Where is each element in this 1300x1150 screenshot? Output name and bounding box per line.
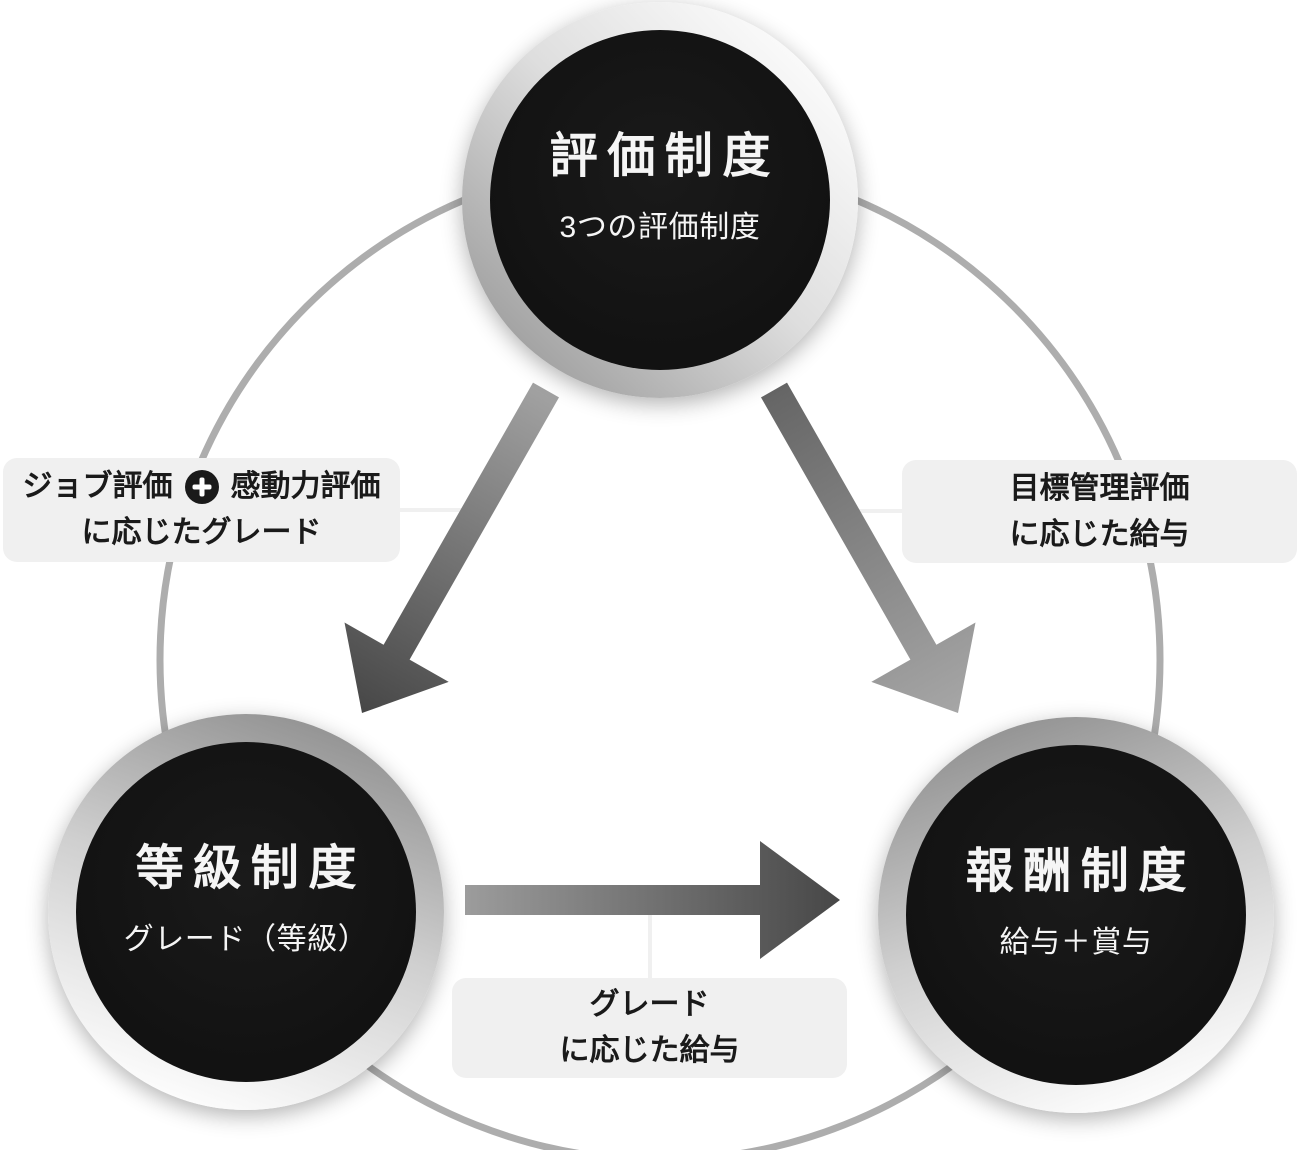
label-grade-criteria: ジョブ評価 感動力評価 に応じたグレード: [3, 458, 400, 562]
label-salary-by-mbo: 目標管理評価 に応じた給与: [902, 460, 1297, 563]
arrow-grade-to-compensation: [465, 841, 840, 959]
node-grade-inner: 等級制度 グレード（等級）: [76, 742, 416, 1082]
label-line-1: グレード: [589, 988, 710, 1021]
node-subtitle: 給与＋賞与: [999, 926, 1153, 959]
label-line-1: 目標管理評価: [1009, 471, 1190, 505]
node-title: 評価制度: [549, 130, 780, 183]
node-title: 報酬制度: [965, 845, 1196, 898]
label-line-2: に応じたグレード: [81, 516, 322, 549]
node-evaluation-system: 評価制度 3つの評価制度: [462, 2, 858, 398]
node-evaluation-inner: 評価制度 3つの評価制度: [490, 30, 830, 370]
node-compensation-inner: 報酬制度 給与＋賞与: [906, 745, 1246, 1085]
label-line-2: に応じた給与: [1009, 517, 1190, 551]
label-line-2: に応じた給与: [559, 1034, 740, 1067]
arrow-evaluation-to-compensation: [761, 382, 976, 713]
node-grade-system: 等級制度 グレード（等級）: [48, 714, 444, 1110]
label-line-1: ジョブ評価 感動力評価: [23, 464, 381, 510]
arrow-evaluation-to-grade: [344, 382, 559, 713]
node-title: 等級制度: [135, 842, 366, 895]
node-subtitle: グレード（等級）: [123, 923, 369, 956]
label-salary-by-grade: グレード に応じた給与: [452, 978, 847, 1078]
node-compensation-system: 報酬制度 給与＋賞与: [878, 717, 1274, 1113]
label-text-kandoryoku-evaluation: 感動力評価: [230, 470, 381, 503]
plus-icon: [184, 470, 219, 504]
label-text-job-evaluation: ジョブ評価: [22, 470, 173, 503]
node-subtitle: 3つの評価制度: [559, 211, 761, 244]
